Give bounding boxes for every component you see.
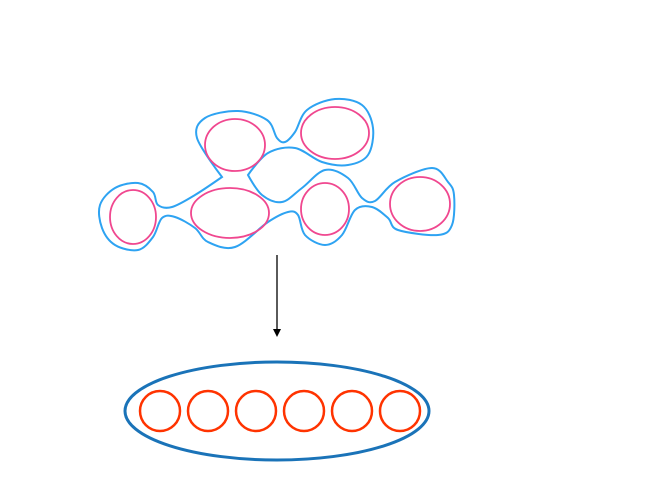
cluster-item-ellipse — [389, 176, 451, 232]
cluster-item-ellipse — [300, 106, 370, 160]
container-item-circle — [234, 389, 278, 433]
container-item-circle — [186, 389, 230, 433]
container-item-circle — [282, 389, 326, 433]
cluster-item-ellipse — [109, 189, 157, 245]
container-item-circle — [138, 389, 182, 433]
cluster-outline — [98, 97, 456, 252]
container-ellipse — [123, 360, 431, 462]
cluster-item-ellipse — [300, 182, 350, 236]
container-item-circle — [330, 389, 374, 433]
cluster-item-ellipse — [190, 187, 270, 239]
bottom-container — [123, 360, 431, 462]
cluster-item-ellipse — [204, 118, 266, 172]
top-cluster — [98, 97, 456, 252]
container-item-circle — [378, 389, 422, 433]
